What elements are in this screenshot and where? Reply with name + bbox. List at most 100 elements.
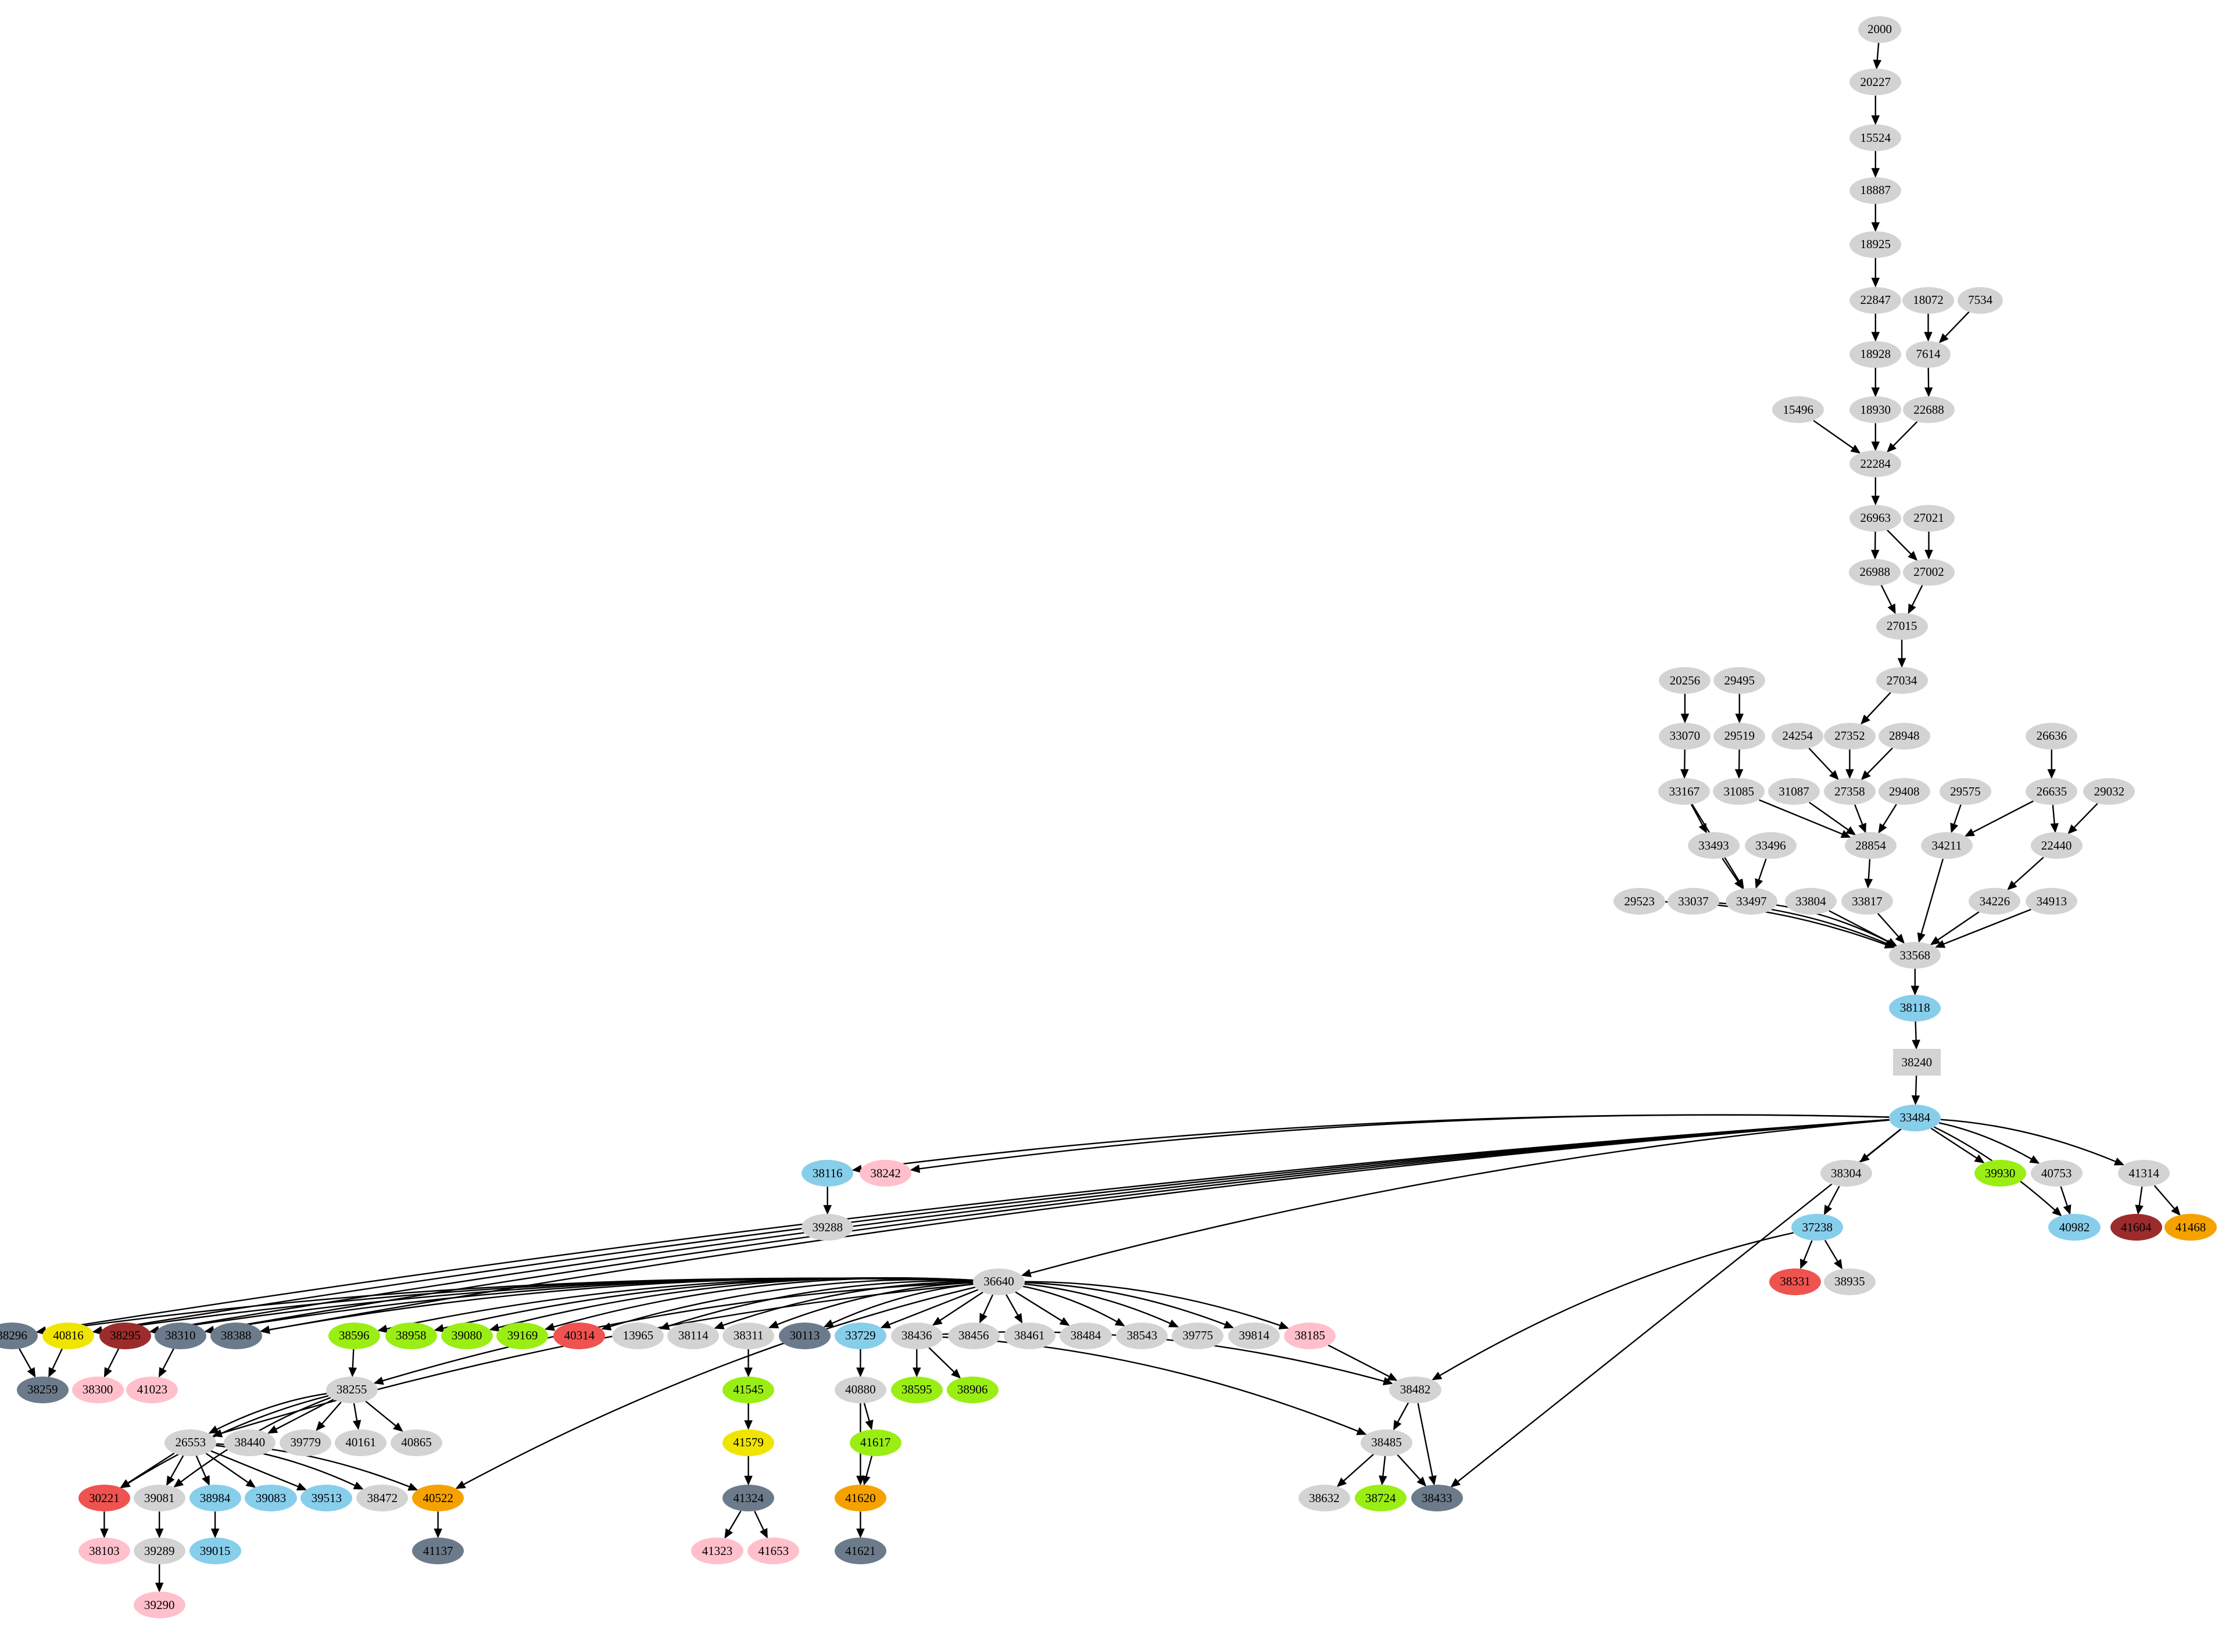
graph-node[interactable]: 34226 <box>1969 888 2021 915</box>
graph-node[interactable]: 27352 <box>1823 722 1876 750</box>
graph-node[interactable]: 41617 <box>849 1429 901 1456</box>
graph-node[interactable]: 33497 <box>1725 888 1777 915</box>
graph-node[interactable]: 41137 <box>412 1538 464 1565</box>
graph-node[interactable]: 15524 <box>1849 124 1902 152</box>
graph-node[interactable]: 40522 <box>412 1485 464 1512</box>
graph-node[interactable]: 27002 <box>1902 558 1955 586</box>
graph-node[interactable]: 33493 <box>1687 832 1740 859</box>
graph-node[interactable]: 41653 <box>747 1538 800 1565</box>
graph-node[interactable]: 38440 <box>224 1429 276 1456</box>
graph-node[interactable]: 38472 <box>356 1485 409 1512</box>
graph-node[interactable]: 38388 <box>210 1322 262 1349</box>
graph-node[interactable]: 31085 <box>1713 778 1765 805</box>
graph-node[interactable]: 33804 <box>1784 888 1837 915</box>
graph-node[interactable]: 41324 <box>722 1485 775 1512</box>
graph-node[interactable]: 30113 <box>778 1322 831 1349</box>
graph-node[interactable]: 38310 <box>154 1322 206 1349</box>
graph-node[interactable]: 29519 <box>1713 722 1766 750</box>
graph-node[interactable]: 27021 <box>1902 504 1955 532</box>
graph-node[interactable]: 33167 <box>1658 778 1711 805</box>
graph-node[interactable]: 18072 <box>1902 286 1954 314</box>
graph-node[interactable]: 39814 <box>1228 1322 1280 1349</box>
graph-node[interactable]: 33496 <box>1744 832 1797 859</box>
graph-node[interactable]: 22440 <box>2030 832 2083 859</box>
graph-node[interactable]: 27015 <box>1876 612 1928 640</box>
graph-node[interactable]: 18928 <box>1849 341 1902 368</box>
graph-node[interactable]: 26553 <box>164 1429 217 1456</box>
graph-node[interactable]: 39081 <box>133 1485 185 1512</box>
graph-node[interactable]: 18925 <box>1849 231 1902 258</box>
graph-node[interactable]: 38543 <box>1116 1322 1168 1349</box>
graph-node[interactable]: 39779 <box>280 1429 332 1456</box>
graph-node[interactable]: 38295 <box>99 1322 151 1349</box>
graph-node[interactable]: 38484 <box>1060 1322 1112 1349</box>
graph-node[interactable]: 38461 <box>1003 1322 1056 1349</box>
graph-node[interactable]: 37238 <box>1791 1214 1844 1241</box>
graph-node[interactable]: 33729 <box>834 1322 886 1349</box>
graph-node[interactable]: 40982 <box>2048 1214 2101 1241</box>
graph-node[interactable]: 38724 <box>1354 1485 1407 1512</box>
graph-node[interactable]: 39513 <box>300 1485 353 1512</box>
graph-node[interactable]: 38456 <box>947 1322 1000 1349</box>
graph-node[interactable]: 33817 <box>1841 888 1893 915</box>
graph-node[interactable]: 40753 <box>2030 1160 2083 1187</box>
graph-node[interactable]: 29523 <box>1613 888 1666 915</box>
graph-node[interactable]: 38485 <box>1360 1429 1413 1456</box>
graph-node[interactable]: 29032 <box>2083 778 2135 805</box>
graph-node[interactable]: 38103 <box>78 1538 130 1565</box>
graph-node[interactable]: 31087 <box>1768 778 1820 805</box>
graph-node[interactable]: 7534 <box>1958 286 2003 314</box>
graph-node[interactable]: 39930 <box>1974 1160 2026 1187</box>
graph-node[interactable]: 39290 <box>133 1592 185 1619</box>
graph-node[interactable]: 34211 <box>1920 832 1973 859</box>
graph-node[interactable]: 38118 <box>1889 994 1941 1022</box>
graph-node[interactable]: 41604 <box>2110 1214 2162 1241</box>
graph-node[interactable]: 33568 <box>1889 942 1941 969</box>
graph-node[interactable]: 15496 <box>1772 396 1824 424</box>
graph-node[interactable]: 40865 <box>390 1429 442 1456</box>
graph-node[interactable]: 2000 <box>1858 16 1901 43</box>
graph-node[interactable]: 29575 <box>1939 778 1991 805</box>
graph-node[interactable]: 41579 <box>722 1429 775 1456</box>
graph-node[interactable]: 30221 <box>78 1485 130 1512</box>
graph-node[interactable]: 22688 <box>1902 396 1955 424</box>
graph-node[interactable]: 33037 <box>1667 888 1719 915</box>
graph-node[interactable]: 38906 <box>946 1376 999 1403</box>
graph-node[interactable]: 38595 <box>890 1376 943 1403</box>
graph-node[interactable]: 39775 <box>1172 1322 1224 1349</box>
graph-node[interactable]: 41545 <box>722 1376 775 1403</box>
graph-node[interactable]: 33070 <box>1659 722 1711 750</box>
graph-node[interactable]: 38255 <box>325 1376 378 1403</box>
graph-node[interactable]: 38116 <box>802 1160 854 1187</box>
graph-node[interactable]: 38311 <box>722 1322 775 1349</box>
graph-node[interactable]: 20256 <box>1659 667 1711 694</box>
graph-node[interactable]: 38300 <box>71 1376 124 1403</box>
graph-node[interactable]: 33484 <box>1889 1104 1941 1131</box>
graph-node[interactable]: 22847 <box>1849 286 1902 314</box>
graph-node[interactable]: 39083 <box>245 1485 297 1512</box>
graph-node[interactable]: 36640 <box>972 1268 1025 1295</box>
graph-node[interactable]: 27358 <box>1823 778 1876 805</box>
graph-node[interactable]: 28854 <box>1844 832 1897 859</box>
graph-node[interactable]: 38304 <box>1820 1160 1872 1187</box>
graph-node[interactable]: 38242 <box>860 1160 912 1187</box>
graph-node[interactable]: 27034 <box>1876 667 1928 694</box>
graph-node[interactable]: 40161 <box>335 1429 387 1456</box>
graph-node[interactable]: 38259 <box>16 1376 69 1403</box>
graph-node[interactable]: 7614 <box>1905 341 1951 368</box>
graph-node[interactable]: 13965 <box>612 1322 664 1349</box>
graph-node[interactable]: 38436 <box>890 1322 943 1349</box>
graph-node[interactable]: 29408 <box>1878 778 1930 805</box>
graph-node[interactable]: 38596 <box>328 1322 380 1349</box>
graph-node[interactable]: 34913 <box>2026 888 2078 915</box>
graph-node[interactable]: 38958 <box>385 1322 437 1349</box>
graph-node[interactable]: 26635 <box>2026 778 2078 805</box>
graph-node[interactable]: 38240 <box>1892 1049 1941 1076</box>
graph-node[interactable]: 26636 <box>2026 722 2078 750</box>
graph-node[interactable]: 39289 <box>133 1538 185 1565</box>
graph-node[interactable]: 24254 <box>1772 722 1824 750</box>
graph-node[interactable]: 18887 <box>1849 177 1902 204</box>
graph-node[interactable]: 38433 <box>1411 1485 1463 1512</box>
graph-node[interactable]: 28948 <box>1878 722 1930 750</box>
graph-node[interactable]: 39015 <box>189 1538 241 1565</box>
